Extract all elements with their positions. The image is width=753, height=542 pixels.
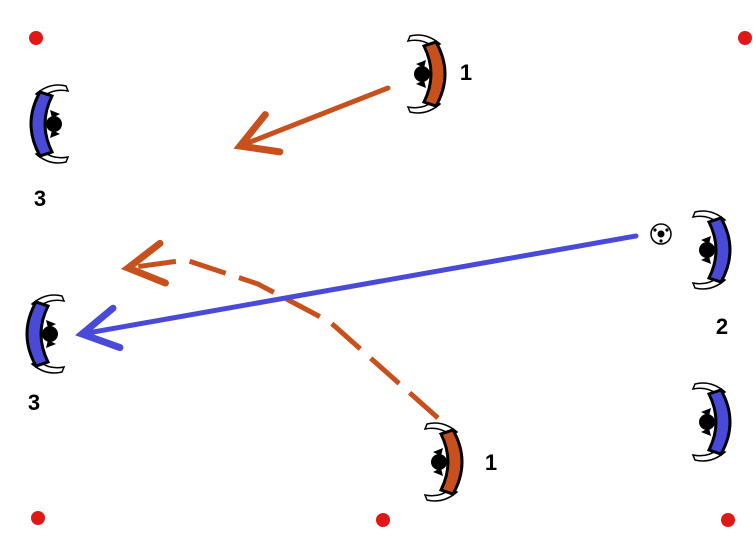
cone-marker-icon: [31, 511, 45, 525]
player-icon: [691, 210, 732, 290]
dribble-run-arrow: [121, 239, 440, 420]
cone-markers: [29, 31, 752, 527]
player-number-label: 2: [716, 314, 728, 339]
player-icon: [423, 422, 464, 502]
players-layer: 1 3 2 3 1: [25, 34, 732, 502]
run-arrow-top: [233, 85, 391, 156]
cone-marker-icon: [29, 31, 43, 45]
player-number-label: 3: [28, 390, 40, 415]
soccer-ball-icon: [650, 223, 672, 245]
player-number-label: 1: [485, 450, 497, 475]
player-icon: [25, 294, 66, 374]
player-icon: [691, 382, 732, 462]
cone-marker-icon: [738, 31, 752, 45]
cone-marker-icon: [721, 513, 735, 527]
player-icon: [406, 34, 447, 114]
cone-marker-icon: [376, 513, 390, 527]
pass-arrow: [75, 233, 639, 352]
player-icon: [29, 84, 70, 164]
player-number-label: 3: [34, 186, 46, 211]
player-number-label: 1: [460, 60, 472, 85]
movement-arrows: [75, 85, 639, 420]
